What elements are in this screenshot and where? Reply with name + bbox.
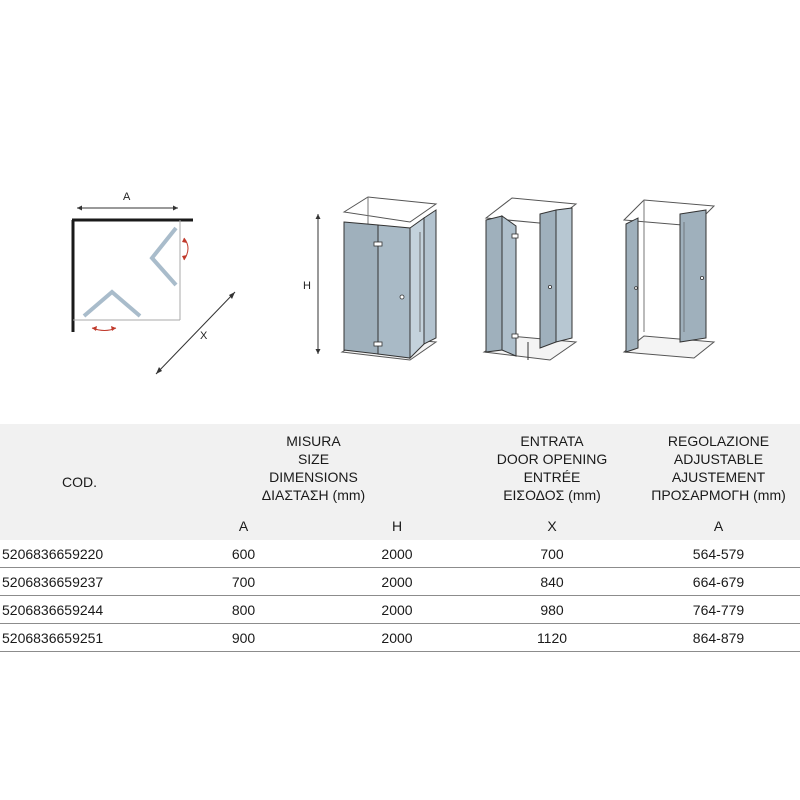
row-x: 840 [467, 567, 637, 596]
row-h: 2000 [327, 595, 467, 624]
enclosure-adjustable-diagram [622, 199, 716, 359]
row-a: 600 [160, 540, 327, 568]
row-adjustable: 764-779 [637, 595, 800, 624]
row-h: 2000 [327, 540, 467, 568]
row-x: 1120 [467, 623, 637, 652]
table-row: 5206836659251 900 2000 1120 864-879 [0, 623, 800, 652]
table-subheader-row: A H X A [0, 512, 800, 540]
adjustable-header: REGOLAZIONE ADJUSTABLE AJUSTEMENT ΠΡΟΣΑΡ… [637, 424, 800, 512]
row-code: 5206836659251 [0, 623, 160, 652]
code-header: COD. [0, 424, 160, 540]
dimension-a-label: A [123, 191, 131, 203]
subheader-a: A [160, 512, 327, 540]
row-code: 5206836659220 [0, 540, 160, 568]
row-h: 2000 [327, 623, 467, 652]
row-adjustable: 664-679 [637, 567, 800, 596]
row-adjustable: 864-879 [637, 623, 800, 652]
enclosure-folded-open-diagram [482, 197, 578, 361]
plan-view-diagram [71, 205, 236, 375]
table-row: 5206836659244 800 2000 980 764-779 [0, 595, 800, 624]
row-code: 5206836659244 [0, 595, 160, 624]
table-row: 5206836659237 700 2000 840 664-679 [0, 567, 800, 596]
row-a: 800 [160, 595, 327, 624]
specification-table: COD. MISURA SIZE DIMENSIONS ΔΙΑΣΤΑΣΗ (mm… [0, 424, 800, 652]
subheader-adj-a: A [637, 512, 800, 540]
row-a: 900 [160, 623, 327, 652]
row-a: 700 [160, 567, 327, 596]
dimension-h-label: H [303, 280, 311, 292]
subheader-x: X [467, 512, 637, 540]
subheader-h: H [327, 512, 467, 540]
row-h: 2000 [327, 567, 467, 596]
size-header: MISURA SIZE DIMENSIONS ΔΙΑΣΤΑΣΗ (mm) [160, 424, 467, 512]
enclosure-closed-diagram [315, 196, 438, 361]
dimension-x-label: X [200, 330, 208, 342]
door-opening-header: ENTRATA DOOR OPENING ENTRÉE ΕΙΣΟΔΟΣ (mm) [467, 424, 637, 512]
table-header-row: COD. MISURA SIZE DIMENSIONS ΔΙΑΣΤΑΣΗ (mm… [0, 424, 800, 540]
row-code: 5206836659237 [0, 567, 160, 596]
row-x: 980 [467, 595, 637, 624]
row-x: 700 [467, 540, 637, 568]
row-adjustable: 564-579 [637, 540, 800, 568]
table-row: 5206836659220 600 2000 700 564-579 [0, 540, 800, 568]
